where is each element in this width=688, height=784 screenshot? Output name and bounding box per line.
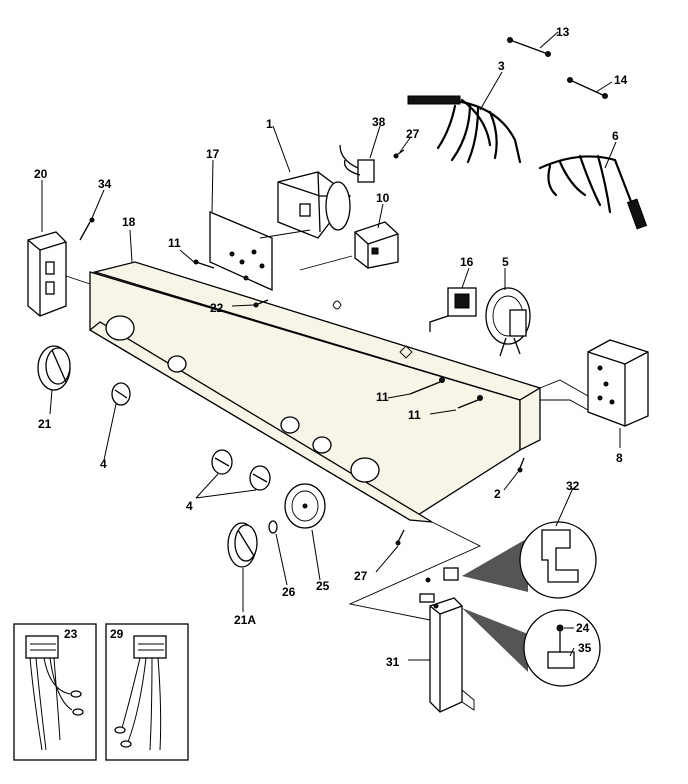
- knob-21: [37, 345, 71, 391]
- knob-4-left: [111, 382, 131, 406]
- bracket-31: [348, 521, 482, 713]
- callout-4-center: 4: [186, 499, 193, 513]
- rear-panel-17: [209, 211, 273, 292]
- callout-6: 6: [612, 129, 619, 143]
- callout-24: 24: [576, 621, 590, 635]
- leader-lines: [41, 31, 621, 661]
- bracket-20: [27, 231, 91, 317]
- dial-25: [284, 483, 326, 529]
- part-14: [567, 77, 608, 99]
- callout-25: 25: [316, 579, 330, 593]
- callout-1: 1: [266, 117, 273, 131]
- callout-16: 16: [460, 255, 474, 269]
- callout-3: 3: [498, 59, 505, 73]
- callout-11-left: 11: [168, 236, 181, 250]
- callout-27-bottom: 27: [354, 569, 368, 583]
- callout-34: 34: [98, 177, 112, 191]
- switch-10: [354, 221, 399, 269]
- pressure-switch-5: [485, 287, 531, 357]
- callout-38: 38: [372, 115, 386, 129]
- detail-32: [462, 521, 597, 599]
- knob-4-center: [211, 449, 233, 475]
- wire-harness-6: [538, 154, 648, 230]
- callout-2: 2: [494, 487, 501, 501]
- switch-16: [429, 287, 477, 332]
- callout-26: 26: [282, 585, 296, 599]
- part-38: [339, 144, 375, 183]
- callout-23: 23: [64, 627, 78, 641]
- callout-32: 32: [566, 479, 580, 493]
- callout-13: 13: [556, 25, 570, 39]
- knob-21a: [227, 522, 258, 568]
- callout-8: 8: [616, 451, 623, 465]
- wire-harness-3: [407, 95, 522, 164]
- callout-labels: 1 38 27 17 10 3 13 14 6 16 5 8 2 18 20 3…: [34, 25, 628, 669]
- callout-31: 31: [386, 655, 400, 669]
- callout-20: 20: [34, 167, 48, 181]
- callout-27-top: 27: [406, 127, 420, 141]
- callout-17: 17: [206, 147, 220, 161]
- washer-26: [268, 520, 278, 534]
- detail-35: [462, 608, 601, 687]
- part-13: [507, 37, 551, 57]
- control-module-8: [539, 339, 649, 427]
- timer-1: [259, 171, 353, 271]
- inset-harness-23: [13, 623, 97, 761]
- callout-4-left: 4: [100, 457, 107, 471]
- clips-small: [419, 567, 459, 609]
- knob-4-right: [249, 465, 271, 491]
- control-panel-18: [88, 261, 542, 523]
- callout-18: 18: [122, 215, 136, 229]
- callout-10: 10: [376, 191, 390, 205]
- callout-35: 35: [578, 641, 592, 655]
- callout-14: 14: [614, 73, 628, 87]
- callout-22: 22: [210, 301, 224, 315]
- callout-21a: 21A: [234, 613, 256, 627]
- callout-5: 5: [502, 255, 509, 269]
- callout-21: 21: [38, 417, 52, 431]
- callout-29: 29: [110, 627, 124, 641]
- callout-11-mid: 11: [376, 390, 389, 404]
- callout-11-right: 11: [408, 408, 421, 422]
- inset-harness-29: [105, 623, 189, 761]
- screws: [79, 149, 525, 546]
